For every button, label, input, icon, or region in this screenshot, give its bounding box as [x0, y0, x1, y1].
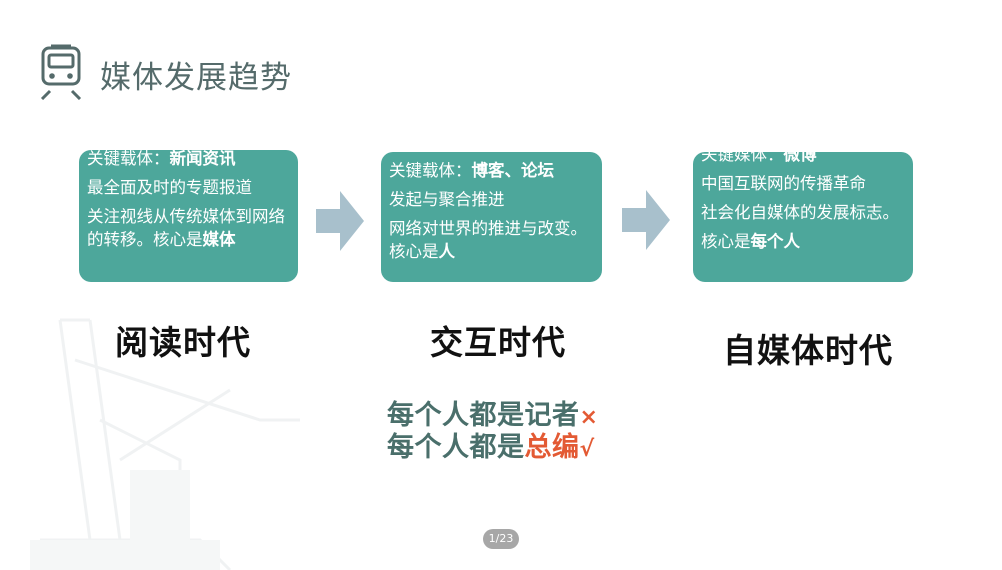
arrow-right-icon — [622, 190, 670, 250]
page-indicator[interactable]: 1/23 — [483, 529, 519, 549]
era-label-reading: 阅读时代 — [115, 323, 251, 362]
crane-illustration — [30, 318, 300, 570]
card-line: 发起与聚合推进 — [389, 190, 505, 209]
card-line: 中国互联网的传播革命 — [701, 174, 866, 193]
key-value: 微博 — [783, 152, 817, 164]
card-line: 社会化自媒体的发展标志。 — [701, 203, 899, 222]
note-line-editor: 每个人都是总编√ — [387, 425, 595, 464]
era-label-interaction: 交互时代 — [430, 323, 566, 362]
card-line: 最全面及时的专题报道 — [87, 178, 252, 197]
train-icon — [40, 44, 82, 100]
era-label-self-media: 自媒体时代 — [723, 331, 893, 370]
card-line: 核心是 — [701, 232, 751, 251]
stage-card-self-media: 关键媒体：微博 中国互联网的传播革命 社会化自媒体的发展标志。 核心是每个人 — [693, 152, 913, 282]
stage-card-interaction: 关键载体：博客、论坛 发起与聚合推进 网络对世界的推进与改变。核心是人 — [381, 152, 602, 282]
cross-mark: × — [579, 405, 599, 430]
key-label: 关键载体： — [389, 161, 472, 180]
card-core: 人 — [438, 242, 456, 261]
card-line: 网络对世界的推进与改变。核心是 — [389, 219, 587, 261]
key-label: 关键载体： — [87, 150, 170, 168]
key-label: 关键媒体： — [701, 152, 784, 164]
key-value: 新闻资讯 — [169, 150, 236, 168]
note-text: 每个人都是 — [387, 432, 525, 463]
card-line: 关注视线从传统媒体到网络的转移。核心是 — [87, 207, 285, 249]
card-core: 媒体 — [202, 230, 236, 249]
note-highlight: 总编 — [524, 432, 580, 463]
arrow-right-icon — [316, 191, 364, 251]
key-value: 博客、论坛 — [471, 161, 555, 180]
card-core: 每个人 — [750, 232, 801, 251]
check-mark: √ — [579, 437, 595, 462]
note-line-reporter: 每个人都是记者× — [387, 393, 598, 432]
page-title: 媒体发展趋势 — [100, 60, 292, 96]
note-text: 每个人都是记者 — [387, 400, 580, 431]
stage-card-reading: 关键载体：新闻资讯 最全面及时的专题报道 关注视线从传统媒体到网络的转移。核心是… — [79, 150, 298, 282]
